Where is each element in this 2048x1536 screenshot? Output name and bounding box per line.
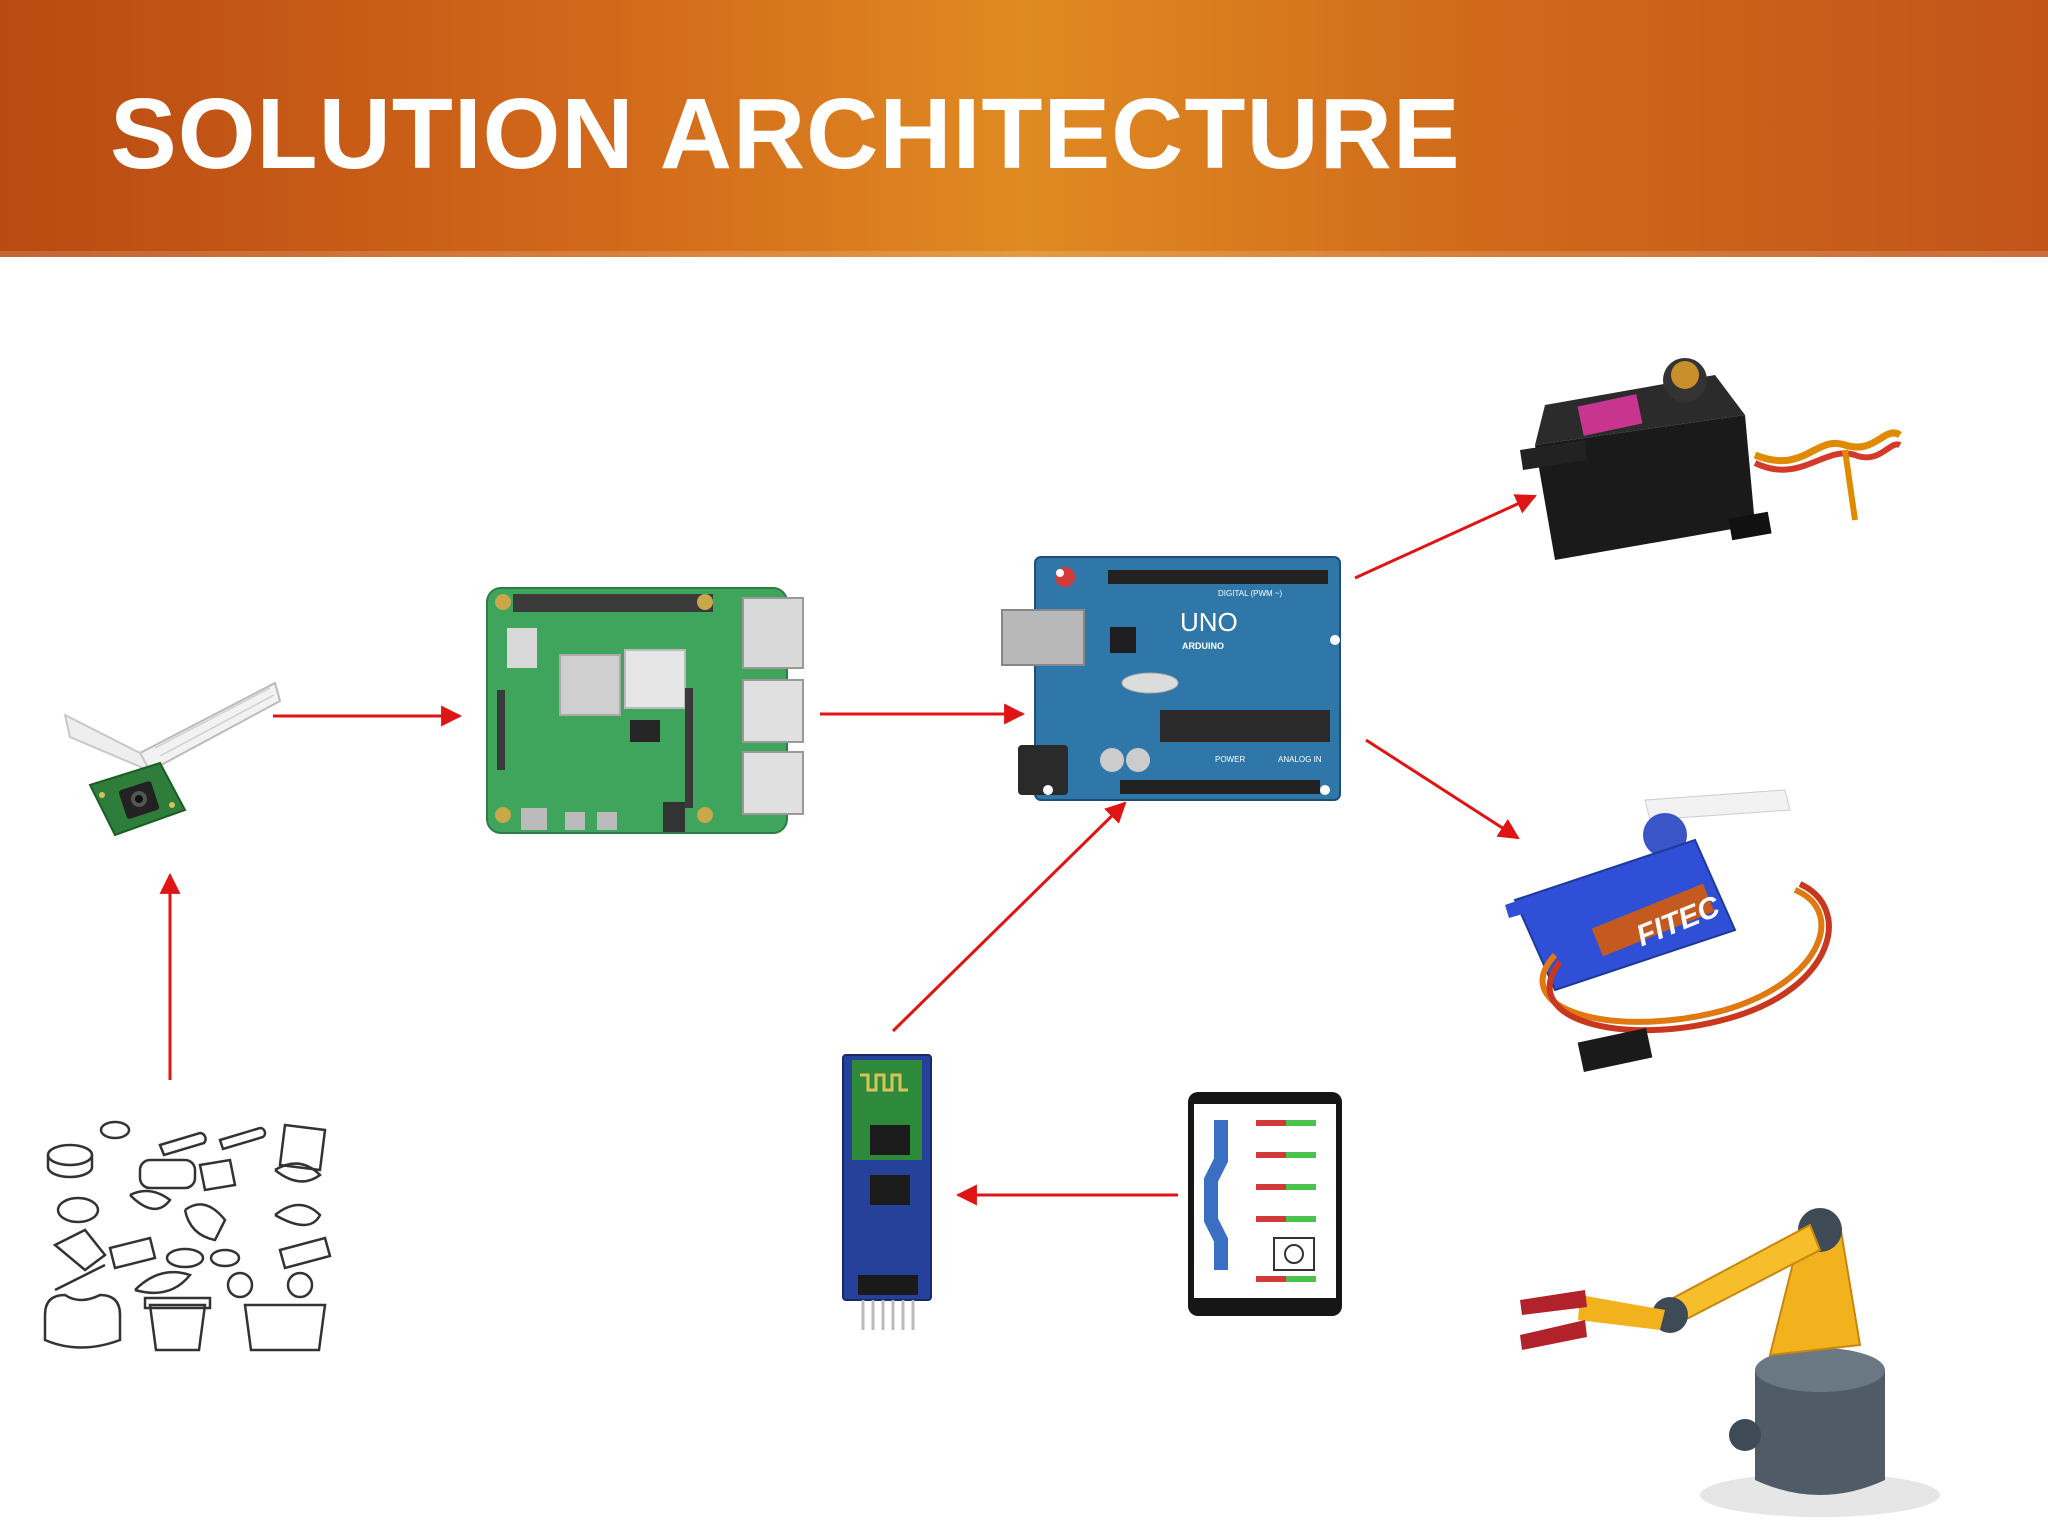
slide-title: SOLUTION ARCHITECTURE [110,78,1461,190]
arduino-brand-text: ARDUINO [1182,641,1224,651]
robotic-arm [1490,1195,2000,1525]
camera-module [60,645,285,840]
arrow-arduino-to-servo-large [1354,494,1537,580]
arduino-logo-text: UNO [1180,607,1238,637]
arduino-analog-label: ANALOG IN [1278,755,1322,764]
arrow-bluetooth-to-arduino [891,801,1127,1033]
waste-items-sketch [20,1100,350,1360]
arduino-power-label: POWER [1215,755,1246,764]
arduino-uno-board: UNO ARDUINO DIGITAL (PWM ~) POWER ANALOG… [1000,555,1360,805]
arduino-digital-label: DIGITAL (PWM ~) [1218,589,1283,598]
metal-gear-servo-motor [1515,345,1905,595]
title-banner: SOLUTION ARCHITECTURE [0,0,2048,257]
bluetooth-module [838,1050,938,1335]
smartphone-control-app [1186,1090,1346,1320]
arrow-arduino-to-servo-small [1365,738,1520,840]
micro-servo-motor: FITEC [1495,780,1865,1090]
raspberry-pi-board [485,580,815,840]
